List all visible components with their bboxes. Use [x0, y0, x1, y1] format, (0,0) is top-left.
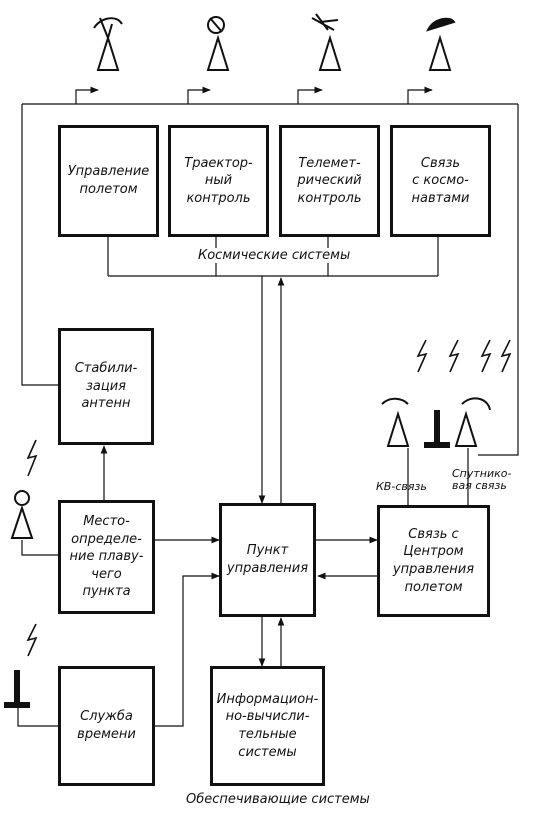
antenna-icon	[206, 16, 230, 71]
hf-link-label: КВ-связь	[376, 480, 427, 493]
ship-positioning-block: Место- определе- ние плаву- чего пункта	[58, 500, 155, 614]
satellite-antenna-icon	[454, 397, 491, 447]
mast-icon	[4, 670, 30, 708]
antenna-feed-3	[297, 86, 323, 104]
space-systems-label: Космические системы	[194, 248, 355, 263]
computing-systems-block: Информацион- но-вычисли- тельные системы	[210, 666, 325, 786]
antenna-feed-2	[187, 86, 211, 104]
antenna-icon	[426, 17, 456, 71]
computing-systems-label: Информацион- но-вычисли- тельные системы	[216, 691, 319, 760]
telemetry-control-label: Телемет- рический контроль	[297, 155, 362, 206]
satellite-link-label: Спутнико- вая связь	[452, 467, 512, 493]
mcc-link-label: Связь с Центром управления полетом	[392, 526, 475, 595]
telemetry-control-block: Телемет- рический контроль	[279, 125, 380, 237]
time-antenna-line	[17, 706, 58, 727]
antenna-stabilization-block: Стабили- зация антенн	[58, 328, 154, 445]
direction-finder-icon	[10, 490, 34, 539]
stab-loop-line	[21, 104, 60, 386]
lightning-icon	[416, 339, 428, 373]
control-point-label: Пункт управления	[226, 543, 309, 576]
time-to-control-arrow	[155, 572, 220, 727]
lightning-icon	[480, 339, 492, 373]
lightning-icon	[500, 339, 512, 373]
mast-icon	[424, 410, 450, 448]
mcc-link-block: Связь с Центром управления полетом	[377, 505, 490, 617]
control-point-block: Пункт управления	[219, 503, 316, 617]
cosmonaut-comm-block: Связь с космо- навтами	[390, 125, 491, 237]
trajectory-control-block: Траектор- ный контроль	[168, 125, 269, 237]
antenna-feed-1	[75, 86, 99, 104]
lightning-icon	[26, 439, 38, 477]
time-service-label: Служба времени	[77, 709, 136, 742]
antenna-icon	[311, 13, 342, 71]
flight-control-label: Управление полетом	[67, 164, 150, 197]
hf-antenna-icon	[381, 397, 410, 447]
antenna-icon	[93, 17, 123, 71]
antenna-stabilization-label: Стабили- зация антенн	[74, 361, 138, 412]
support-systems-label: Обеспечивающие системы	[186, 792, 370, 807]
lightning-icon	[448, 339, 460, 373]
trajectory-control-label: Траектор- ный контроль	[184, 155, 253, 206]
time-service-block: Служба времени	[58, 666, 155, 786]
sat-loop-line	[478, 104, 519, 456]
flight-control-block: Управление полетом	[58, 125, 159, 237]
cosmonaut-comm-label: Связь с космо- навтами	[411, 155, 470, 206]
antenna-feed-4	[407, 86, 433, 104]
ship-positioning-label: Место- определе- ние плаву- чего пункта	[69, 514, 144, 600]
positioning-antenna-line	[21, 540, 58, 556]
lightning-icon	[26, 623, 38, 657]
